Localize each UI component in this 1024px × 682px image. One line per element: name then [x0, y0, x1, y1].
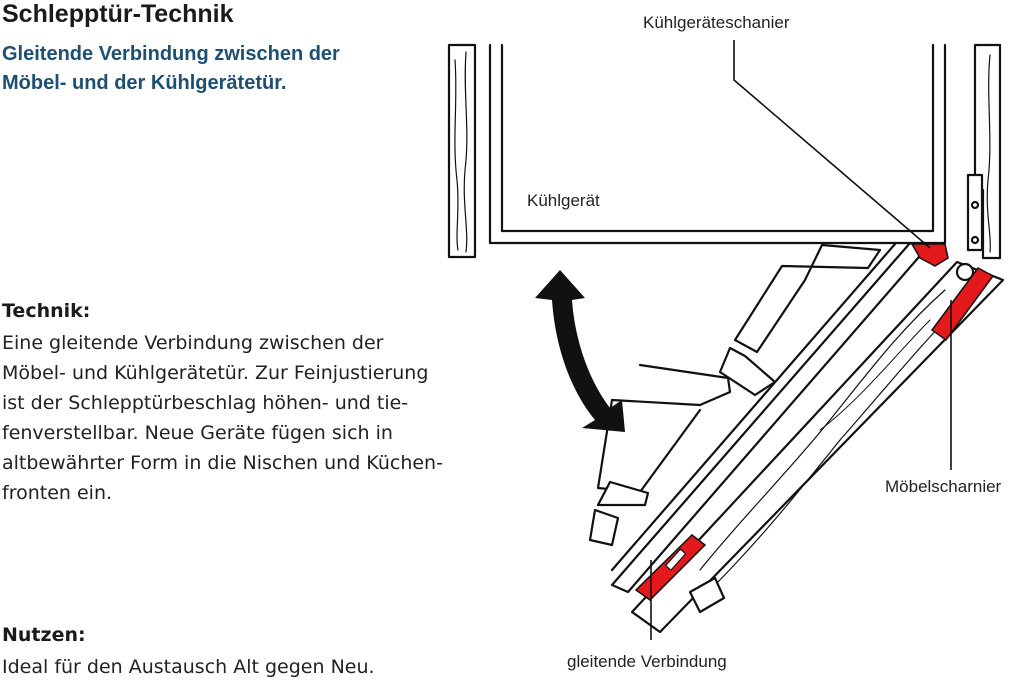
- label-gleitende-verbindung: gleitende Verbindung: [567, 652, 727, 671]
- technik-line: Möbel- und Kühlgerätetür. Zur Feinjustie…: [2, 362, 429, 384]
- fridge-door: [588, 241, 927, 594]
- fridge-hinge-bracket: [966, 173, 984, 252]
- subtitle-line: Möbel- und der Kühlgerätetür.: [2, 72, 287, 94]
- label-kuehlgeraet: Kühlgerät: [527, 191, 600, 210]
- technik-line: fenverstellbar. Neue Geräte fügen sich i…: [2, 422, 393, 444]
- technik-heading: Technik:: [2, 300, 91, 322]
- furniture-hinge-pivot: [955, 262, 975, 282]
- page-subtitle: Gleitende Verbindung zwischen der Möbel-…: [2, 40, 340, 98]
- technik-line: altbewährter Form in die Nischen und Küc…: [2, 452, 443, 474]
- nutzen-paragraph: Ideal für den Austausch Alt gegen Neu.: [2, 652, 375, 682]
- left-cabinet-panel: [447, 43, 477, 259]
- technik-line: Eine gleitende Verbindung zwischen der: [2, 332, 384, 354]
- nutzen-line: Ideal für den Austausch Alt gegen Neu.: [2, 656, 375, 678]
- label-moebelscharnier: Möbelscharnier: [885, 477, 1002, 496]
- label-kuehlgeraetescharnier: Kühlgeräteschanier: [643, 13, 790, 32]
- furniture-door: [630, 260, 1005, 634]
- technik-line: ist der Schlepptürbeschlag höhen- und ti…: [2, 392, 409, 414]
- fridge-body: [488, 43, 947, 245]
- page-title: Schlepptür-Technik: [2, 0, 234, 28]
- subtitle-line: Gleitende Verbindung zwischen der: [2, 43, 340, 65]
- sliding-slot: [664, 548, 687, 572]
- technik-paragraph: Eine gleitende Verbindung zwischen der M…: [2, 328, 443, 508]
- swing-arrow-icon: [535, 270, 625, 432]
- technik-line: fronten ein.: [2, 482, 113, 504]
- nutzen-heading: Nutzen:: [2, 624, 86, 646]
- leader-fridge-hinge: [733, 40, 931, 249]
- furniture-hinge-highlight: [930, 267, 995, 342]
- fridge-hinge-highlight: [910, 243, 949, 267]
